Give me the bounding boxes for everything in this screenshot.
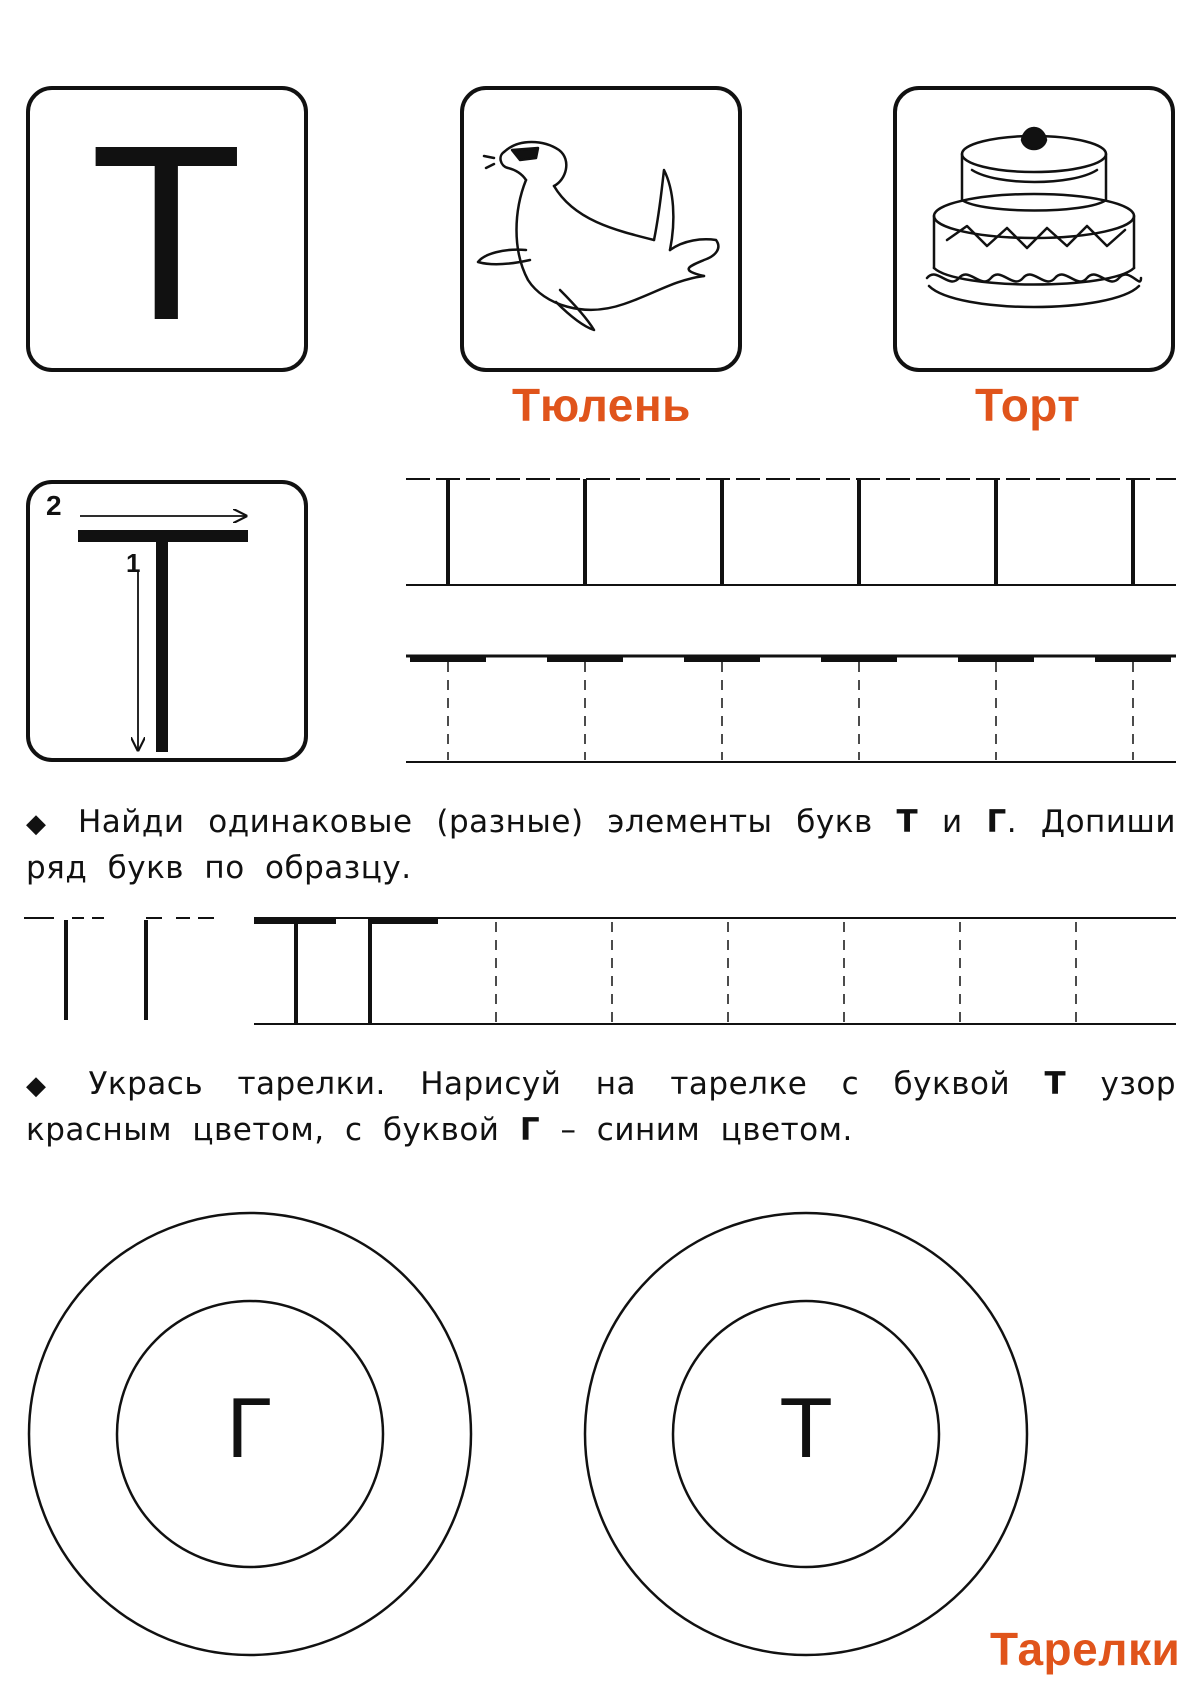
plate-left-outer: [27, 1211, 473, 1657]
plates-caption: Тарелки: [990, 1623, 1181, 1675]
stroke-step-1-label: 1: [126, 548, 141, 578]
writing-lines-solid: [406, 478, 1176, 586]
plates: [27, 1211, 1029, 1657]
diamond-bullet-icon: ◆: [26, 1071, 61, 1101]
plate-left-letter: Г: [225, 1383, 275, 1476]
seal-caption: Тюлень: [512, 379, 691, 431]
letter-card: Т: [26, 86, 308, 372]
stroke-step-2-label: 2: [46, 490, 62, 521]
diamond-bullet-icon: ◆: [26, 809, 50, 839]
plate-right-letter: Т: [781, 1383, 831, 1476]
instruction-task-1: ◆Найди одинаковые (разные) элементы букв…: [26, 804, 1176, 886]
cake-card: [893, 86, 1175, 372]
instruction-task-2: ◆Укрась тарелки. Нарисуй на тарелке с бу…: [26, 1066, 1177, 1148]
plate-left-inner: [115, 1299, 385, 1569]
writing-lines-dashed: [406, 654, 1176, 763]
letter-sequence-row: [24, 917, 1176, 1025]
cake-caption: Торт: [975, 379, 1081, 431]
cake-illustration: [925, 126, 1143, 309]
plate-right-inner: [671, 1299, 941, 1569]
seal-card: [460, 86, 742, 372]
plate-right-outer: [583, 1211, 1029, 1657]
seal-illustration: [476, 140, 720, 332]
stroke-order-letter: [78, 516, 248, 752]
big-letter-t: Т: [90, 93, 243, 372]
